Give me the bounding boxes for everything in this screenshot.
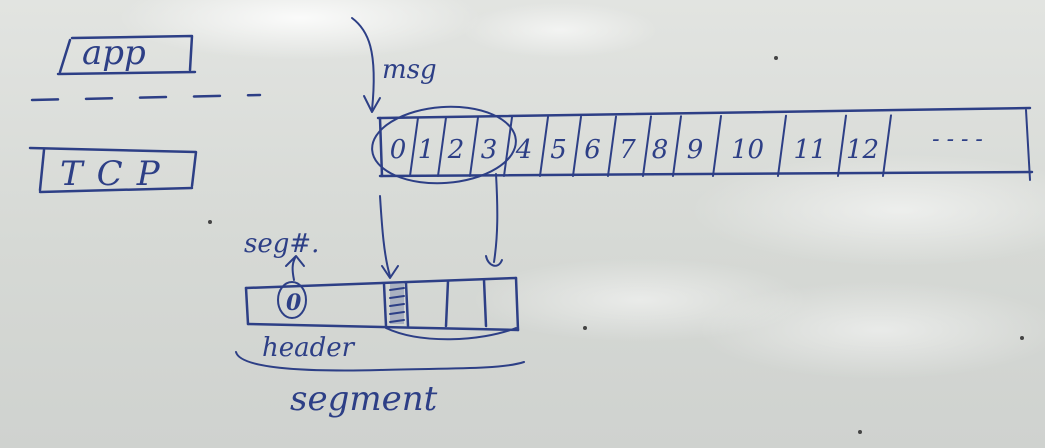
segment-right-edge <box>514 276 520 332</box>
tcp-layer: TCP <box>28 146 198 194</box>
byte-cell-label: 0 <box>390 135 407 165</box>
seq-number-value: 0 <box>286 290 302 316</box>
msg-arrow-line <box>351 17 375 111</box>
seq-arrow-head <box>285 255 305 267</box>
board-speck <box>1020 336 1024 340</box>
seq-number-circle <box>277 281 307 319</box>
cell-divider <box>437 116 447 177</box>
cell-divider <box>607 115 617 177</box>
byte-cell-label: 4 <box>515 135 533 165</box>
seq-arrow <box>291 257 296 281</box>
byte-cell-label: 10 <box>731 135 764 165</box>
byte-cell-label: 12 <box>846 135 879 165</box>
byte-cell-label: 3 <box>481 135 498 165</box>
byte-cell-label: - - - - <box>932 127 983 152</box>
cell-divider <box>672 115 682 177</box>
byte-cell-label: 2 <box>447 135 465 165</box>
cell-divider <box>572 115 582 177</box>
cell-divider <box>837 114 847 177</box>
payload-divider-3 <box>482 278 488 328</box>
segment-arrow-left-head <box>381 265 399 279</box>
segment: 0 <box>244 276 520 341</box>
header-divider <box>382 282 388 328</box>
msg-arrow-head <box>363 95 381 113</box>
tcp-label: TCP <box>60 154 174 194</box>
app-box-top-right-edge <box>70 34 194 72</box>
app-box-bottom-edge <box>56 70 197 76</box>
tcp-box-left-edge <box>38 148 46 192</box>
app-layer: app <box>56 33 197 76</box>
layer-separator <box>30 93 262 102</box>
segment-left-edge <box>244 286 250 326</box>
segment-arrow-right-head <box>485 255 503 267</box>
tcp-box-top-right-edge <box>28 146 198 188</box>
app-box-left-edge <box>58 38 72 74</box>
segment-arrow-left <box>379 195 391 277</box>
board-speck <box>583 326 587 330</box>
first-payload-byte <box>389 284 405 324</box>
header-label: header <box>262 333 356 363</box>
byte-cell-label: 5 <box>550 135 567 165</box>
payload-divider-1 <box>404 281 410 328</box>
app-label: app <box>82 33 146 73</box>
byte-cell-label: 6 <box>584 135 601 165</box>
segment-bottom-edge <box>246 322 520 332</box>
byte-cell-label: 9 <box>687 135 704 165</box>
hatch-lines <box>389 287 405 323</box>
cell-divider <box>469 116 479 177</box>
segment-label: segment <box>290 379 438 419</box>
board-speck <box>774 56 778 60</box>
bytes-0-3-grouping-ellipse <box>371 105 517 185</box>
cell-divider <box>712 115 722 177</box>
byte-cell-label: 8 <box>652 135 669 165</box>
board-speck <box>208 220 212 224</box>
payload-divider-2 <box>444 279 450 328</box>
segment-top-edge <box>244 276 518 290</box>
seq-label: seg#. <box>244 229 319 259</box>
cell-divider <box>882 114 892 177</box>
cell-divider <box>777 114 787 177</box>
tcp-box-bottom-edge <box>38 186 194 194</box>
byte-cell-label: 1 <box>418 135 435 165</box>
byte-cell-label: 7 <box>619 135 636 165</box>
byte-stream-right-edge <box>1025 109 1031 181</box>
cell-divider <box>409 116 419 177</box>
segment-brace <box>235 351 525 372</box>
payload-brace <box>385 327 517 341</box>
cell-divider <box>539 116 549 177</box>
segment-arrow-right <box>493 173 499 263</box>
cell-divider <box>642 115 652 177</box>
byte-stream-top-edge <box>376 106 1032 120</box>
byte-stream-bottom-edge <box>378 170 1034 178</box>
byte-cell-label: 11 <box>793 135 826 165</box>
board-speck <box>858 430 862 434</box>
msg-label: msg <box>382 55 437 85</box>
